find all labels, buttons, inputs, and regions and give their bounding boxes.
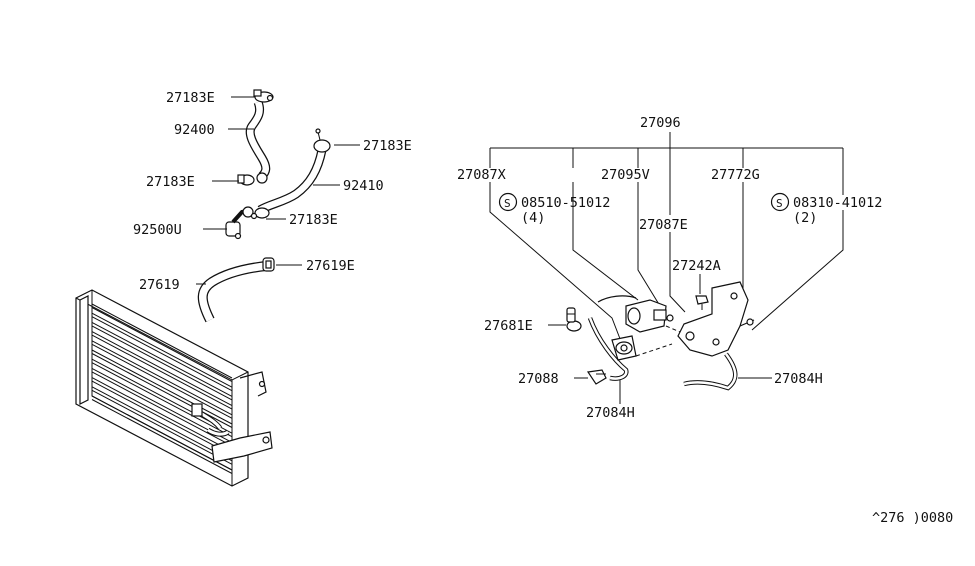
label-27087e[interactable]: 27087E	[639, 217, 688, 233]
bracket-27772g[interactable]	[677, 281, 755, 357]
condenser-tube	[91, 340, 233, 419]
label-27183e[interactable]: 27183E	[363, 138, 412, 154]
condenser-tube	[91, 331, 233, 410]
fitting-27088[interactable]	[586, 369, 607, 385]
label-qty-2: (2)	[793, 210, 817, 226]
condenser-tube	[91, 303, 233, 382]
clamp-27183e-right[interactable]	[313, 128, 331, 153]
diagram-reference-id: ^276 )0080	[872, 510, 953, 526]
label-08310-41012[interactable]: 08310-41012	[793, 195, 882, 211]
condenser-tube	[91, 321, 233, 401]
actuator-27095v[interactable]	[597, 295, 674, 333]
label-27084h[interactable]: 27084H	[774, 371, 823, 387]
label-qty-4: (4)	[521, 210, 545, 226]
label-92410[interactable]: 92410	[343, 178, 384, 194]
hose-92410[interactable]	[258, 149, 326, 213]
screw-letter: S	[776, 197, 783, 210]
condenser-assembly[interactable]	[75, 289, 273, 487]
condenser-tube	[91, 349, 233, 428]
bolt-27242a[interactable]	[695, 295, 709, 310]
clamp-27183e-bottom[interactable]	[250, 207, 270, 220]
label-27183e[interactable]: 27183E	[166, 90, 215, 106]
hose-27084h-right[interactable]	[683, 353, 737, 390]
screw-symbol-icon	[770, 192, 790, 212]
label-27087x[interactable]: 27087X	[457, 167, 506, 183]
screw-symbol-icon	[498, 192, 518, 212]
label-27084h[interactable]: 27084H	[586, 405, 635, 421]
clamp-27183e-lower[interactable]	[237, 172, 268, 186]
label-27183e[interactable]: 27183E	[289, 212, 338, 228]
label-92500u[interactable]: 92500U	[133, 222, 182, 238]
condenser-tube	[91, 395, 233, 474]
clamp-27183e-top[interactable]	[253, 89, 274, 103]
grommet-27619e[interactable]	[262, 257, 275, 272]
hose-27619[interactable]	[199, 262, 267, 322]
condenser-tube	[91, 377, 233, 456]
label-27096[interactable]: 27096	[640, 115, 681, 131]
vacuum-valve-27087x[interactable]	[611, 335, 637, 361]
label-27183e[interactable]: 27183E	[146, 174, 195, 190]
label-92400[interactable]: 92400	[174, 122, 215, 138]
label-27681e[interactable]: 27681E	[484, 318, 533, 334]
valve-92500u[interactable]	[225, 206, 254, 240]
condenser-tube	[91, 312, 233, 392]
condenser-tube	[91, 386, 233, 465]
label-27619e[interactable]: 27619E	[306, 258, 355, 274]
label-27095v[interactable]: 27095V	[601, 167, 650, 183]
label-27772g[interactable]: 27772G	[711, 167, 760, 183]
sensor-27681e[interactable]	[566, 307, 582, 332]
screw-letter: S	[504, 197, 511, 210]
label-08510-51012[interactable]: 08510-51012	[521, 195, 610, 211]
label-27242a[interactable]: 27242A	[672, 258, 721, 274]
label-27619[interactable]: 27619	[139, 277, 180, 293]
hose-27084h-left[interactable]	[588, 317, 628, 380]
label-27088[interactable]: 27088	[518, 371, 559, 387]
